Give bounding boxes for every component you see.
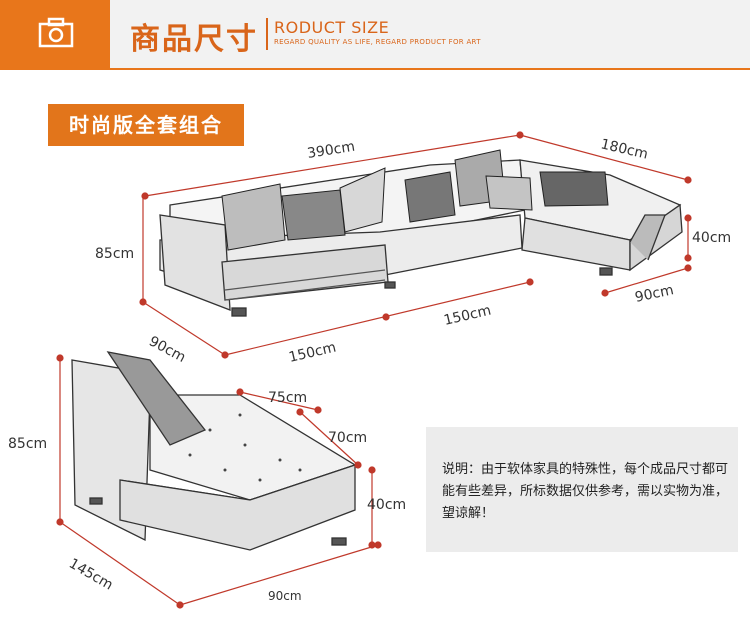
dim-detail-width: 90cm	[268, 589, 302, 603]
dim-depth-left: 90cm	[146, 333, 188, 366]
dim-detail-top: 75cm	[268, 390, 307, 406]
dim-bottom-right: 150cm	[442, 302, 492, 328]
note-text: 说明：由于软体家具的特殊性，每个成品尺寸都可能有些差异，所标数据仅供参考，需以实…	[442, 462, 729, 521]
camera-icon	[38, 17, 74, 48]
dim-chaise-height: 40cm	[692, 230, 731, 246]
dim-height-left: 85cm	[95, 246, 134, 262]
header-divider	[266, 18, 268, 50]
chaise-detail-sketch	[71, 351, 357, 551]
dim-bottom-left: 150cm	[287, 339, 337, 365]
section-label: 时尚版全套组合	[48, 104, 244, 146]
note-box: 说明：由于软体家具的特殊性，每个成品尺寸都可能有些差异，所标数据仅供参考，需以实…	[426, 427, 738, 552]
dim-detail-seat-height: 40cm	[367, 497, 406, 513]
pillows	[221, 149, 609, 251]
dim-detail-length: 145cm	[66, 556, 116, 594]
dim-chaise-depth: 90cm	[634, 282, 676, 306]
header-subtitle: RODUCT SIZE	[274, 18, 390, 37]
page-title: 商品尺寸	[130, 22, 258, 57]
dim-detail-height: 85cm	[8, 436, 47, 452]
dim-detail-mid: 70cm	[328, 430, 367, 446]
header-tagline: REGARD QUALITY AS LIFE, REGARD PRODUCT F…	[274, 38, 481, 46]
header-icon-box	[0, 0, 110, 68]
header-bar	[0, 0, 750, 68]
dim-top-width: 390cm	[306, 139, 356, 162]
header-accent-line	[0, 68, 750, 70]
detail-dimension-lines	[56, 354, 382, 609]
top-dimension-lines	[139, 131, 692, 359]
